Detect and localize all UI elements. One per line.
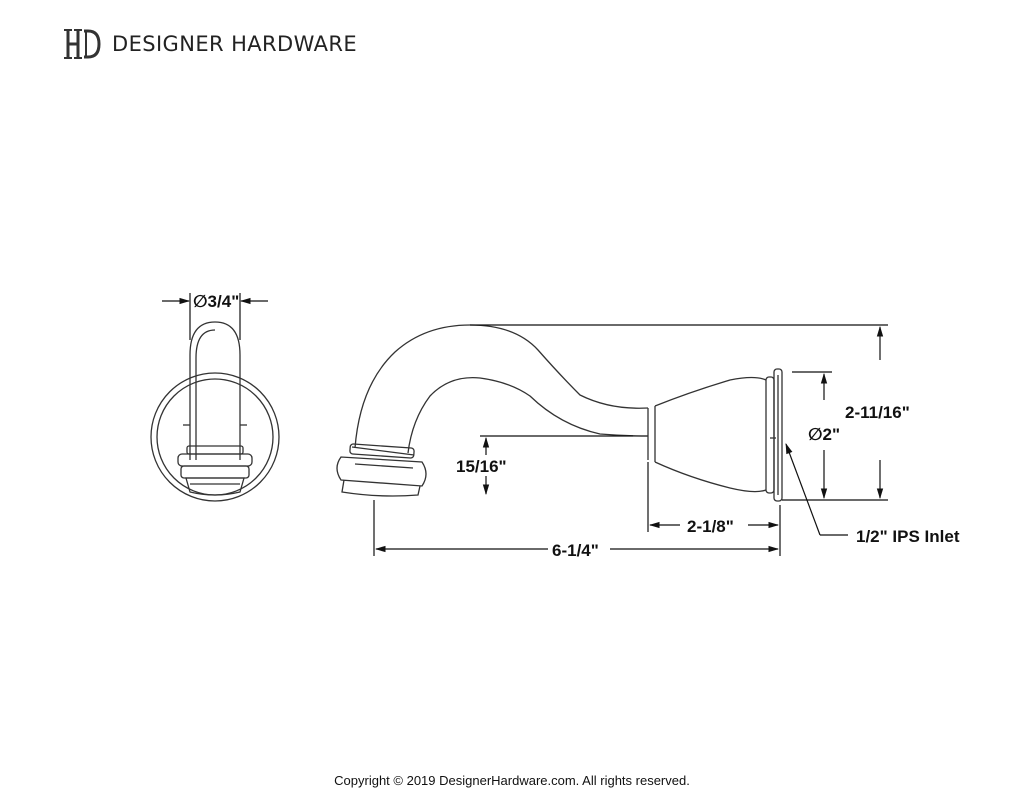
outlet-diameter-dimension xyxy=(162,293,268,340)
brand-name: DESIGNER HARDWARE xyxy=(112,32,358,56)
base-length-label: 2-1/8" xyxy=(687,517,734,536)
outlet-drop-label: 15/16" xyxy=(456,457,507,476)
inlet-leader xyxy=(785,442,848,536)
overall-length-label: 6-1/4" xyxy=(552,541,599,560)
side-view xyxy=(336,324,783,502)
hd-logo-icon xyxy=(64,29,101,59)
outlet-diameter-label: ∅3/4" xyxy=(193,292,239,311)
overall-length-dimension xyxy=(373,500,780,556)
spout-height-label: 2-11/16" xyxy=(845,403,910,422)
copyright-footer: Copyright © 2019 DesignerHardware.com. A… xyxy=(0,773,1024,788)
base-length-dimension xyxy=(647,462,781,556)
header: DESIGNER HARDWARE xyxy=(62,26,357,62)
inlet-label: 1/2" IPS Inlet xyxy=(856,527,960,546)
outlet-drop-dimension xyxy=(480,435,633,496)
spout-height-dimension xyxy=(470,324,888,501)
flange-diameter-label: ∅2" xyxy=(808,425,840,444)
front-view xyxy=(150,321,280,502)
copyright-text: Copyright © 2019 DesignerHardware.com. A… xyxy=(334,773,690,788)
flange-diameter-dimension xyxy=(792,371,832,500)
